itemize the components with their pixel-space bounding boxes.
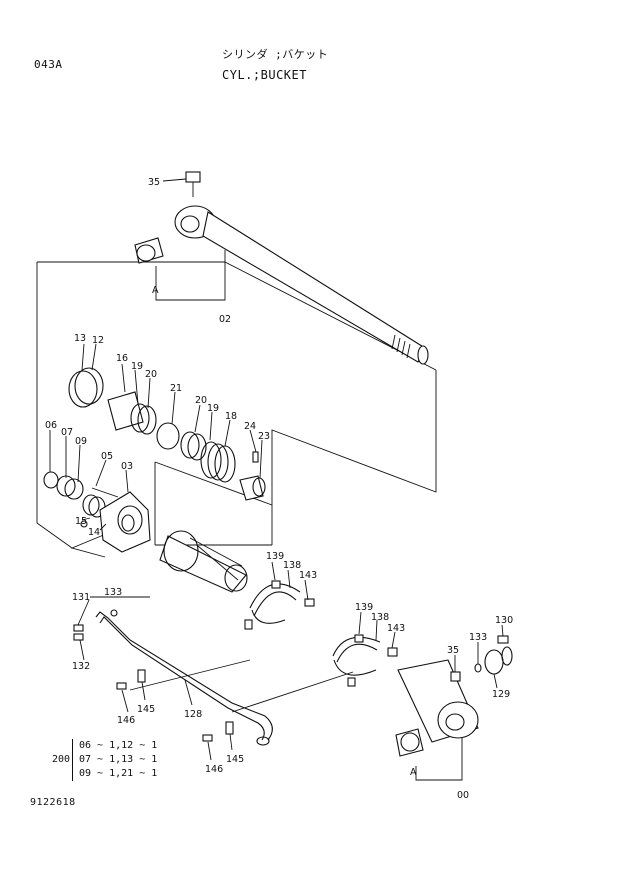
callout-35-top: 35 — [148, 177, 160, 188]
title-english: CYL.;BUCKET — [222, 68, 307, 82]
callout-18: 18 — [225, 411, 237, 422]
callout-131: 131 — [72, 592, 90, 603]
bottom-cylinder-part — [395, 635, 513, 781]
callout-20a: 20 — [145, 369, 157, 380]
callout-145a: 145 — [137, 704, 155, 715]
cylinder-tube-part — [159, 530, 248, 593]
piston-rod-part — [162, 171, 429, 365]
callout-13: 13 — [74, 333, 86, 344]
callout-24: 24 — [244, 421, 256, 432]
legend-row: 09 ~ 1,21 ~ 1 — [52, 767, 157, 781]
callout-02: 02 — [219, 314, 231, 325]
legend-row: 06 ~ 1,12 ~ 1 — [52, 739, 157, 753]
callout-146a: 146 — [117, 715, 135, 726]
seal-rings-part — [43, 367, 266, 518]
callout-19b: 19 — [207, 403, 219, 414]
callout-23: 23 — [258, 431, 270, 442]
callout-A-bottom: A — [410, 767, 417, 778]
callout-19a: 19 — [131, 361, 143, 372]
legend-prefix: 200 — [52, 754, 71, 765]
callout-130: 130 — [495, 615, 513, 626]
callout-00: 00 — [457, 790, 469, 801]
callout-139a: 139 — [266, 551, 284, 562]
title-japanese: シリンダ ;バケット — [222, 48, 329, 61]
cylinder-head-part — [80, 487, 151, 553]
legend-row-text: 06 ~ 1,12 ~ 1 — [72, 739, 157, 753]
reference-frame-lines — [36, 261, 437, 558]
callout-128: 128 — [184, 709, 202, 720]
callout-labels: 35 A 02 13 12 16 19 20 21 20 19 18 24 23… — [45, 177, 513, 801]
tubing-part — [73, 596, 354, 746]
clamp-lower-part — [332, 634, 398, 687]
callout-20b: 20 — [195, 395, 207, 406]
callout-leaders — [49, 343, 504, 761]
callout-133b: 133 — [469, 632, 487, 643]
callout-139b: 139 — [355, 602, 373, 613]
callout-129: 129 — [492, 689, 510, 700]
clamp-upper-part — [244, 580, 315, 630]
bushing-top-part — [134, 237, 226, 301]
callout-21: 21 — [170, 383, 182, 394]
callout-143b: 143 — [387, 623, 405, 634]
quantity-legend: 06 ~ 1,12 ~ 1 200 07 ~ 1,13 ~ 1 09 ~ 1,2… — [52, 739, 157, 781]
callout-05: 05 — [101, 451, 113, 462]
callout-16: 16 — [116, 353, 128, 364]
legend-row-text: 09 ~ 1,21 ~ 1 — [72, 767, 157, 781]
callout-132: 132 — [72, 661, 90, 672]
callout-146b: 146 — [205, 764, 223, 775]
callout-07: 07 — [61, 427, 73, 438]
callout-09: 09 — [75, 436, 87, 447]
legend-row: 200 07 ~ 1,13 ~ 1 — [52, 753, 157, 767]
callout-14: 14 — [88, 527, 100, 538]
callout-133a: 133 — [104, 587, 122, 598]
callout-35-bottom: 35 — [447, 645, 459, 656]
callout-12: 12 — [92, 335, 104, 346]
callout-138a: 138 — [283, 560, 301, 571]
callout-15: 15 — [75, 516, 87, 527]
callout-138b: 138 — [371, 612, 389, 623]
legend-row-text: 07 ~ 1,13 ~ 1 — [72, 753, 157, 767]
callout-A-top: A — [152, 285, 159, 296]
drawing-number: 9122618 — [30, 797, 76, 808]
page-code: 043A — [34, 58, 63, 71]
callout-06: 06 — [45, 420, 57, 431]
callout-03: 03 — [121, 461, 133, 472]
callout-143a: 143 — [299, 570, 317, 581]
callout-145b: 145 — [226, 754, 244, 765]
